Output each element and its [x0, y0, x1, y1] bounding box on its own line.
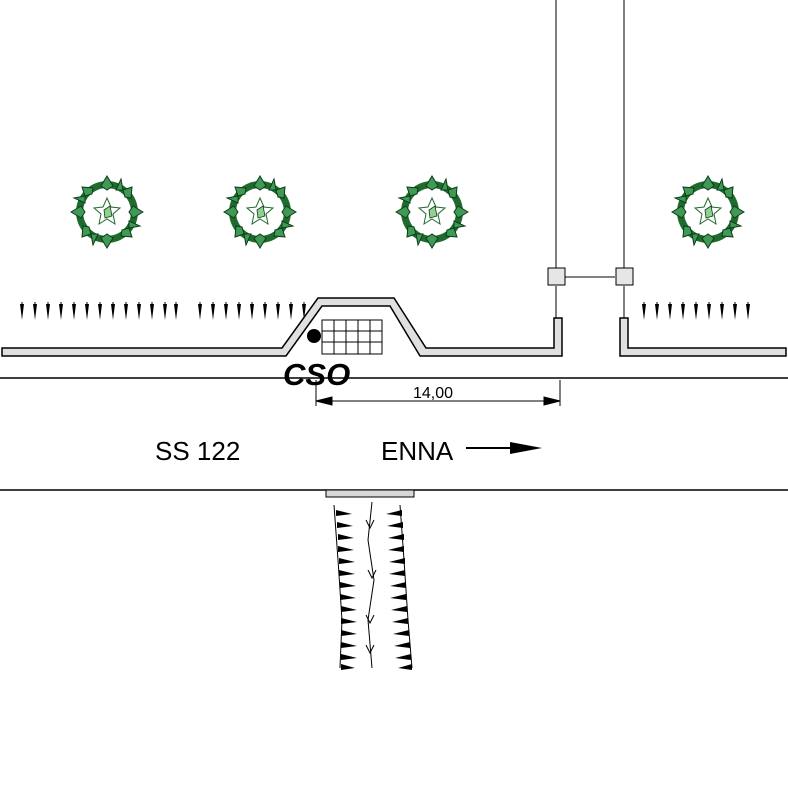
road-name: SS 122: [155, 436, 240, 466]
direction-label: ENNA: [381, 436, 454, 466]
bank-left: [336, 510, 357, 670]
shrub-icon: [671, 175, 745, 249]
signpost-icon: [615, 267, 634, 286]
bank-right: [386, 510, 412, 670]
station-marker: [307, 329, 321, 343]
shrub-icon: [395, 175, 469, 249]
dimension-value: 14,00: [413, 385, 453, 402]
direction-arrow-icon: [466, 442, 542, 454]
station-label: CSO: [283, 357, 350, 392]
shrub-icon: [70, 175, 144, 249]
station-grid: [321, 319, 383, 355]
sidewalk-kerb: [1, 297, 787, 357]
flow-arrows: [365, 519, 377, 655]
dimension-line: [315, 380, 561, 406]
shrub-icon: [223, 175, 297, 249]
hedge-right: [641, 301, 751, 321]
hedge-left: [19, 301, 307, 321]
signpost-lines: [555, 0, 625, 320]
signpost-icon: [547, 267, 566, 286]
culvert-slab: [325, 489, 415, 498]
